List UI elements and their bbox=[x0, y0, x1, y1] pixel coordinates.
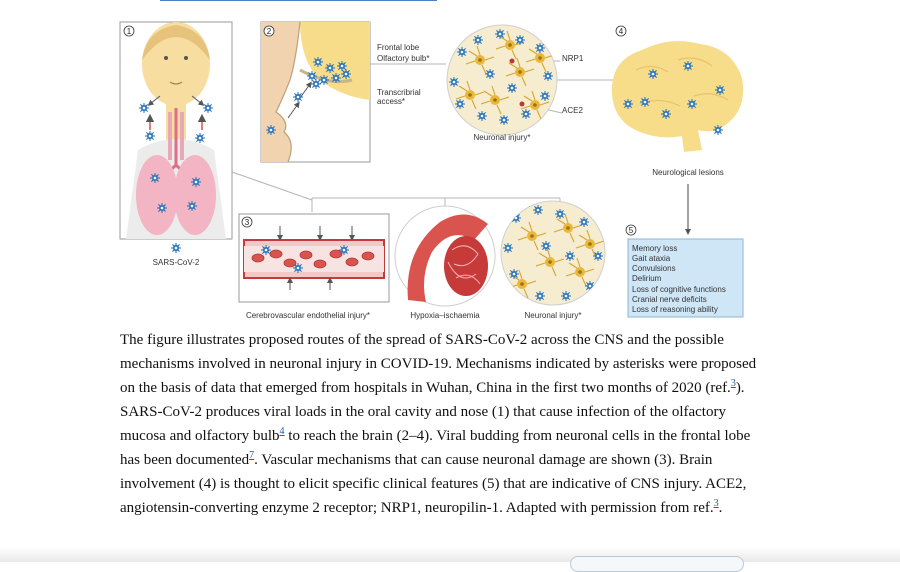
panel-number-2: 2 bbox=[267, 27, 272, 36]
label-transcribrial-1: Transcribrial bbox=[377, 88, 421, 97]
label-cerebrovascular: Cerebrovascular endothelial injury* bbox=[246, 311, 370, 320]
panel-number-5: 5 bbox=[629, 226, 634, 235]
feature-item: Cranial nerve deficits bbox=[632, 295, 707, 304]
hypoxia-circle bbox=[394, 205, 496, 307]
label-hypoxia: Hypoxia–ischaemia bbox=[410, 311, 480, 320]
figure-caption: The figure illustrates proposed routes o… bbox=[120, 328, 760, 520]
neuron-circle-top bbox=[446, 24, 558, 136]
feature-item: Convulsions bbox=[632, 264, 676, 273]
feature-item: Loss of reasoning ability bbox=[632, 305, 718, 314]
panel-number-3: 3 bbox=[245, 218, 250, 227]
feature-item: Memory loss bbox=[632, 244, 677, 253]
panel-1-head-lungs bbox=[119, 21, 233, 254]
feature-item: Loss of cognitive functions bbox=[632, 285, 726, 294]
label-neuronal-injury-top: Neuronal injury* bbox=[474, 133, 531, 142]
reference-link[interactable]: 3 bbox=[713, 498, 719, 509]
label-olfactory-bulb: Olfactory bulb* bbox=[377, 54, 429, 63]
covid-cns-figure: 1 SARS-CoV-2 2 Frontal lobe Olfactory bu… bbox=[119, 21, 744, 320]
label-transcribrial-2: access* bbox=[377, 97, 405, 106]
label-ace2: ACE2 bbox=[562, 106, 583, 115]
label-sars-cov-2: SARS-CoV-2 bbox=[153, 258, 200, 267]
top-link-underline[interactable] bbox=[160, 0, 437, 1]
reference-link[interactable]: 4 bbox=[279, 426, 285, 437]
panel-2-olfactory bbox=[260, 21, 371, 163]
feature-item: Gait ataxia bbox=[632, 254, 671, 263]
label-frontal-lobe: Frontal lobe bbox=[377, 43, 420, 52]
reference-link[interactable]: 3 bbox=[730, 378, 736, 389]
reference-link[interactable]: 7 bbox=[249, 450, 255, 461]
label-nrp1: NRP1 bbox=[562, 54, 584, 63]
caption-text: The figure illustrates proposed routes o… bbox=[120, 332, 757, 516]
panel-number-1: 1 bbox=[127, 27, 132, 36]
label-neuronal-injury-bottom: Neuronal injury* bbox=[525, 311, 582, 320]
panel-number-4: 4 bbox=[619, 27, 624, 36]
feature-item: Delirium bbox=[632, 274, 662, 283]
panel-4-brain bbox=[611, 41, 744, 152]
label-neurological-lesions: Neurological lesions bbox=[652, 168, 724, 177]
panel-3-vessel bbox=[238, 213, 390, 303]
neuron-circle-bottom bbox=[500, 200, 606, 306]
bottom-fade bbox=[0, 547, 900, 562]
bottom-action-button[interactable] bbox=[570, 556, 744, 572]
clinical-features-box bbox=[627, 238, 744, 318]
